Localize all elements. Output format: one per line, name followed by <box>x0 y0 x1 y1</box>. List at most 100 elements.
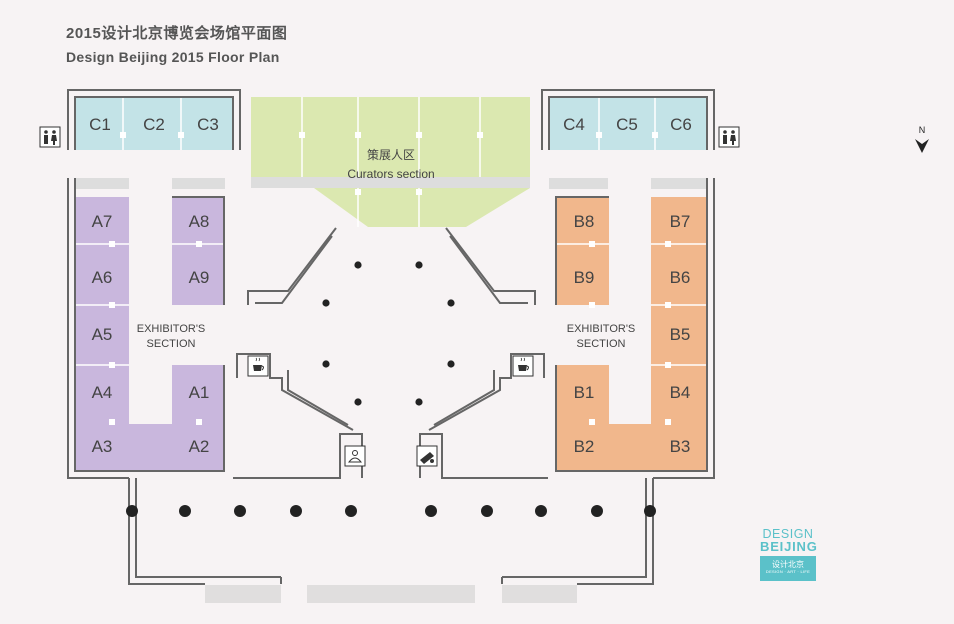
column-dot-large <box>535 505 547 517</box>
restroom-icon-right-body-1 <box>723 135 727 144</box>
column-dot-large <box>126 505 138 517</box>
booth-connector <box>196 419 202 425</box>
wall-c-right-inner <box>548 96 708 150</box>
booth-label-a3: A3 <box>92 437 113 456</box>
zone-a-col-left <box>75 197 129 425</box>
zone-b-col-right <box>651 197 706 425</box>
restroom-icon-left-frame <box>39 126 61 148</box>
zone-b-col-left-bottom <box>556 365 609 425</box>
exhibitor-label-right-1: EXHIBITOR'S <box>567 323 636 335</box>
booth-label-b4: B4 <box>670 383 691 402</box>
wall-c-right <box>541 89 715 150</box>
column-dot-large <box>234 505 246 517</box>
booth-label-c6: C6 <box>670 115 692 134</box>
booth-connector <box>109 362 115 368</box>
booth-connector <box>196 241 202 247</box>
wall-east <box>653 178 715 479</box>
restroom-icon-right-head-2 <box>731 130 735 134</box>
person-info-icon-body <box>347 457 363 463</box>
coffee-cup-icon-right-handle <box>526 365 529 371</box>
north-label: N <box>919 125 926 135</box>
booth-label-b3: B3 <box>670 437 691 456</box>
booth-label-c5: C5 <box>616 115 638 134</box>
booth-connector <box>109 241 115 247</box>
column-dot-large <box>179 505 191 517</box>
booth-label-a1: A1 <box>189 383 210 402</box>
column-dot-large <box>644 505 656 517</box>
page-title-cn: 2015设计北京博览会场馆平面图 <box>66 25 288 42</box>
wall-octagon-nw-inner <box>255 235 333 304</box>
restroom-icon-left-body-1 <box>44 135 48 144</box>
zone-a-bottom <box>75 424 224 471</box>
booth-connector <box>665 302 671 308</box>
booth-label-a9: A9 <box>189 268 210 287</box>
wall-octagon-se <box>428 353 545 431</box>
booth-label-a6: A6 <box>92 268 113 287</box>
strip-a-left <box>75 178 129 189</box>
booth-label-c2: C2 <box>143 115 165 134</box>
column-dot-large <box>481 505 493 517</box>
logo-box: 设计北京 DESIGN · ART · LIFE <box>760 556 816 581</box>
column-dot <box>354 398 362 406</box>
wall-a-col-top <box>172 196 225 305</box>
booth-connector <box>109 419 115 425</box>
curators-label-cn: 策展人区 <box>367 148 415 162</box>
ticket-icon-dot <box>430 459 434 463</box>
wall-octagon-sw <box>236 353 354 431</box>
booth-connector <box>355 132 361 138</box>
booth-connector <box>589 241 595 247</box>
booth-label-b5: B5 <box>670 325 691 344</box>
booth-label-b9: B9 <box>574 268 595 287</box>
column-dot <box>415 398 423 406</box>
booth-label-b7: B7 <box>670 212 691 231</box>
booth-label-a2: A2 <box>189 437 210 456</box>
booth-connector <box>416 132 422 138</box>
booth-connector <box>355 189 361 195</box>
booth-label-c3: C3 <box>197 115 219 134</box>
wall-west <box>67 178 129 479</box>
booth-connector <box>109 302 115 308</box>
column-dot <box>447 360 455 368</box>
booth-label-c4: C4 <box>563 115 585 134</box>
logo-tagline: DESIGN · ART · LIFE <box>765 569 811 574</box>
wall-a-inner <box>74 178 225 472</box>
booth-connector <box>665 241 671 247</box>
wall-c-left <box>67 89 241 150</box>
exhibitor-label-right-2: SECTION <box>577 338 626 350</box>
booth-label-b1: B1 <box>574 383 595 402</box>
booth-connector <box>589 419 595 425</box>
wall-octagon-sw-inner <box>287 370 349 426</box>
booth-label-a8: A8 <box>189 212 210 231</box>
booth-label-b8: B8 <box>574 212 595 231</box>
zone-b-col-left-top <box>556 197 609 305</box>
exhibitor-label-left-2: SECTION <box>147 338 196 350</box>
wall-se <box>577 478 654 585</box>
north-arrow-icon <box>915 139 929 153</box>
wall-octagon-se-inner <box>433 370 495 426</box>
zone-b-bottom <box>556 424 706 471</box>
logo-line-design: DESIGN <box>762 527 814 541</box>
design-beijing-logo: DESIGN BEIJING 设计北京 DESIGN · ART · LIFE <box>760 527 818 584</box>
restroom-icon-right-frame <box>718 126 740 148</box>
strip-curators <box>251 177 530 188</box>
wall-sw <box>128 478 205 585</box>
column-dot <box>447 299 455 307</box>
wall-front-left <box>233 433 363 479</box>
booth-connector <box>652 132 658 138</box>
coffee-cup-icon-right-steam <box>520 357 525 362</box>
logo-line-beijing: BEIJING <box>760 539 818 554</box>
ticket-icon-shape <box>420 452 434 464</box>
zone-curators <box>251 97 530 227</box>
page-title-en: Design Beijing 2015 Floor Plan <box>66 49 280 65</box>
zone-a-col-right-bottom <box>172 365 224 425</box>
zone-c-right <box>549 97 707 150</box>
booth-connector <box>665 362 671 368</box>
column-dot <box>322 360 330 368</box>
coffee-cup-icon-left-cup <box>253 365 262 371</box>
booth-label-b6: B6 <box>670 268 691 287</box>
exhibitor-label-left-1: EXHIBITOR'S <box>137 323 206 335</box>
strip-a-right <box>172 178 225 189</box>
wall-octagon-nw <box>247 227 337 305</box>
curators-label-en: Curators section <box>347 167 434 181</box>
